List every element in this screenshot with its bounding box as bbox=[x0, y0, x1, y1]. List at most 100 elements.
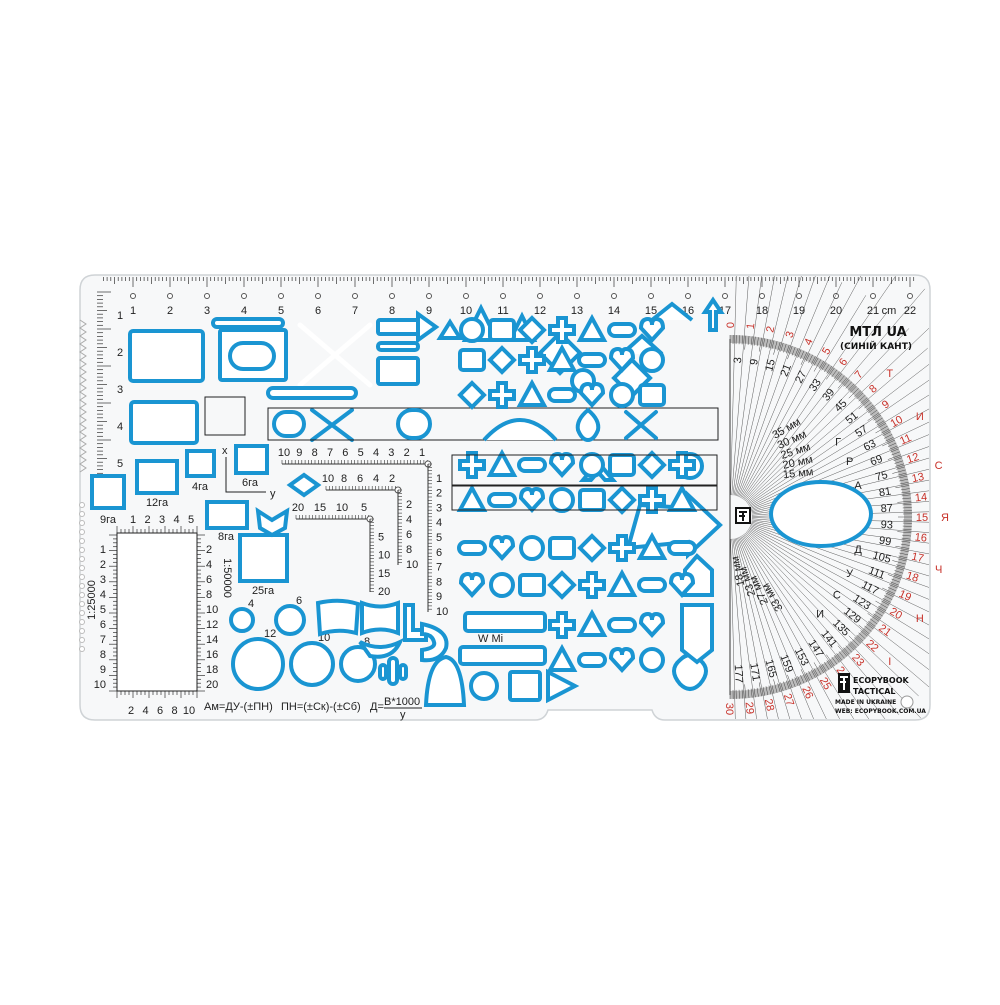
edge-notch bbox=[80, 548, 85, 553]
grid-bottom-number: 8 bbox=[171, 705, 177, 717]
edge-notch bbox=[80, 611, 85, 616]
grid-right-number: 8 bbox=[206, 589, 212, 601]
top-ruler-number: 8 bbox=[389, 305, 395, 317]
ruler-hole bbox=[242, 294, 247, 299]
top-ruler-number: 2 bbox=[167, 305, 173, 317]
brand-name: ECOPYBOOK bbox=[853, 676, 909, 685]
formula-distance-numerator: В*1000 bbox=[384, 696, 420, 708]
protractor-oval-window bbox=[771, 482, 871, 546]
ruler-hole bbox=[649, 294, 654, 299]
formula-azimuth: Ам=ДУ-(±ПН) bbox=[204, 701, 273, 713]
scale-number: 4 bbox=[373, 473, 379, 485]
mil-scale-letter: Я bbox=[941, 512, 949, 524]
ruler-hole bbox=[686, 294, 691, 299]
grid-left-number: 6 bbox=[100, 619, 106, 631]
formula-distance-denominator: у bbox=[400, 709, 406, 721]
mil-scale-number: 15 bbox=[916, 512, 928, 524]
scale-number: 20 bbox=[378, 586, 390, 598]
top-ruler-number: 5 bbox=[278, 305, 284, 317]
edge-notch bbox=[80, 566, 85, 571]
edge-notch bbox=[80, 557, 85, 562]
made-in-label: MADE IN UKRAINE bbox=[835, 699, 896, 706]
edge-notch bbox=[80, 575, 85, 580]
top-ruler-number: 7 bbox=[352, 305, 358, 317]
brand-logo-icon bbox=[838, 673, 850, 693]
grid-right-number: 6 bbox=[206, 574, 212, 586]
top-ruler-number: 20 bbox=[830, 305, 842, 317]
scale-number: 6 bbox=[406, 529, 412, 541]
stencil-circle bbox=[521, 537, 543, 559]
top-ruler-number: 13 bbox=[571, 305, 583, 317]
grid-left-number: 8 bbox=[100, 649, 106, 661]
mil-scale-letter: Н bbox=[916, 613, 924, 625]
grid-left-number: 10 bbox=[94, 679, 106, 691]
top-ruler-number: 6 bbox=[315, 305, 321, 317]
ruler-hole bbox=[464, 294, 469, 299]
scale-number: 8 bbox=[436, 576, 442, 588]
ruler-hole bbox=[390, 294, 395, 299]
left-ruler-number: 4 bbox=[117, 421, 123, 433]
scale-number: 4 bbox=[406, 514, 412, 526]
scale-number: 7 bbox=[327, 447, 333, 459]
degree-number: 99 bbox=[878, 535, 892, 549]
mil-scale-letter: С bbox=[935, 460, 943, 472]
stencil-pill bbox=[489, 494, 515, 506]
left-ruler-number: 5 bbox=[117, 458, 123, 470]
top-ruler-number: 12 bbox=[534, 305, 546, 317]
scale-number: 9 bbox=[296, 447, 302, 459]
scale-1-50000: 1:50000 bbox=[221, 558, 233, 598]
grid-right-number: 16 bbox=[206, 649, 218, 661]
degree-letter: У bbox=[846, 568, 854, 580]
stencil-circle bbox=[461, 319, 483, 341]
edge-notch bbox=[80, 629, 85, 634]
edge-notch bbox=[80, 584, 85, 589]
scale-number: 6 bbox=[357, 473, 363, 485]
degree-letter: С bbox=[833, 590, 841, 602]
stencil-rect bbox=[550, 538, 574, 558]
stencil-circle bbox=[611, 384, 633, 406]
ruler-hole bbox=[612, 294, 617, 299]
grid-top-number: 5 bbox=[188, 514, 194, 526]
ruler-hole bbox=[427, 294, 432, 299]
scale-number: 5 bbox=[361, 502, 367, 514]
edge-notch bbox=[80, 620, 85, 625]
ruler-hole bbox=[279, 294, 284, 299]
formula-distance-lhs: Д= bbox=[370, 701, 384, 713]
grid-left-number: 7 bbox=[100, 634, 106, 646]
degree-letter: И bbox=[816, 609, 824, 621]
scale-number: 5 bbox=[358, 447, 364, 459]
ruler-hole bbox=[131, 294, 136, 299]
degree-number: 177 bbox=[732, 664, 745, 683]
stencil-pill bbox=[579, 354, 605, 366]
scale-number: 10 bbox=[378, 550, 390, 562]
edge-notch bbox=[80, 638, 85, 643]
circle-label-12: 12 bbox=[264, 628, 276, 640]
scale-number: 2 bbox=[436, 488, 442, 500]
top-ruler-number: 14 bbox=[608, 305, 620, 317]
scale-number: 3 bbox=[436, 502, 442, 514]
area-25ga: 25га bbox=[252, 585, 275, 597]
stencil-circle bbox=[551, 489, 573, 511]
grid-right-number: 2 bbox=[206, 544, 212, 556]
mil-scale-number: 28 bbox=[762, 698, 776, 712]
grid-right-number: 18 bbox=[206, 664, 218, 676]
stencil-pill bbox=[549, 389, 575, 401]
stencil-circle bbox=[491, 574, 513, 596]
ruler-hole bbox=[316, 294, 321, 299]
ruler-hole bbox=[353, 294, 358, 299]
scale-number: 8 bbox=[406, 544, 412, 556]
stencil-rect bbox=[460, 350, 484, 370]
grid-left-number: 4 bbox=[100, 589, 106, 601]
left-ruler-number: 2 bbox=[117, 347, 123, 359]
ruler-hole bbox=[575, 294, 580, 299]
scale-number: 5 bbox=[378, 531, 384, 543]
ruler-hole bbox=[205, 294, 210, 299]
mil-scale-number: 30 bbox=[723, 703, 735, 715]
grid-top-number: 1 bbox=[130, 514, 136, 526]
logo-icon bbox=[736, 508, 750, 523]
grid-top-number: 3 bbox=[159, 514, 165, 526]
wind-label: W Mi bbox=[478, 633, 503, 645]
ruler-hole bbox=[168, 294, 173, 299]
stencil-pill bbox=[459, 542, 485, 554]
ruler-hole bbox=[723, 294, 728, 299]
